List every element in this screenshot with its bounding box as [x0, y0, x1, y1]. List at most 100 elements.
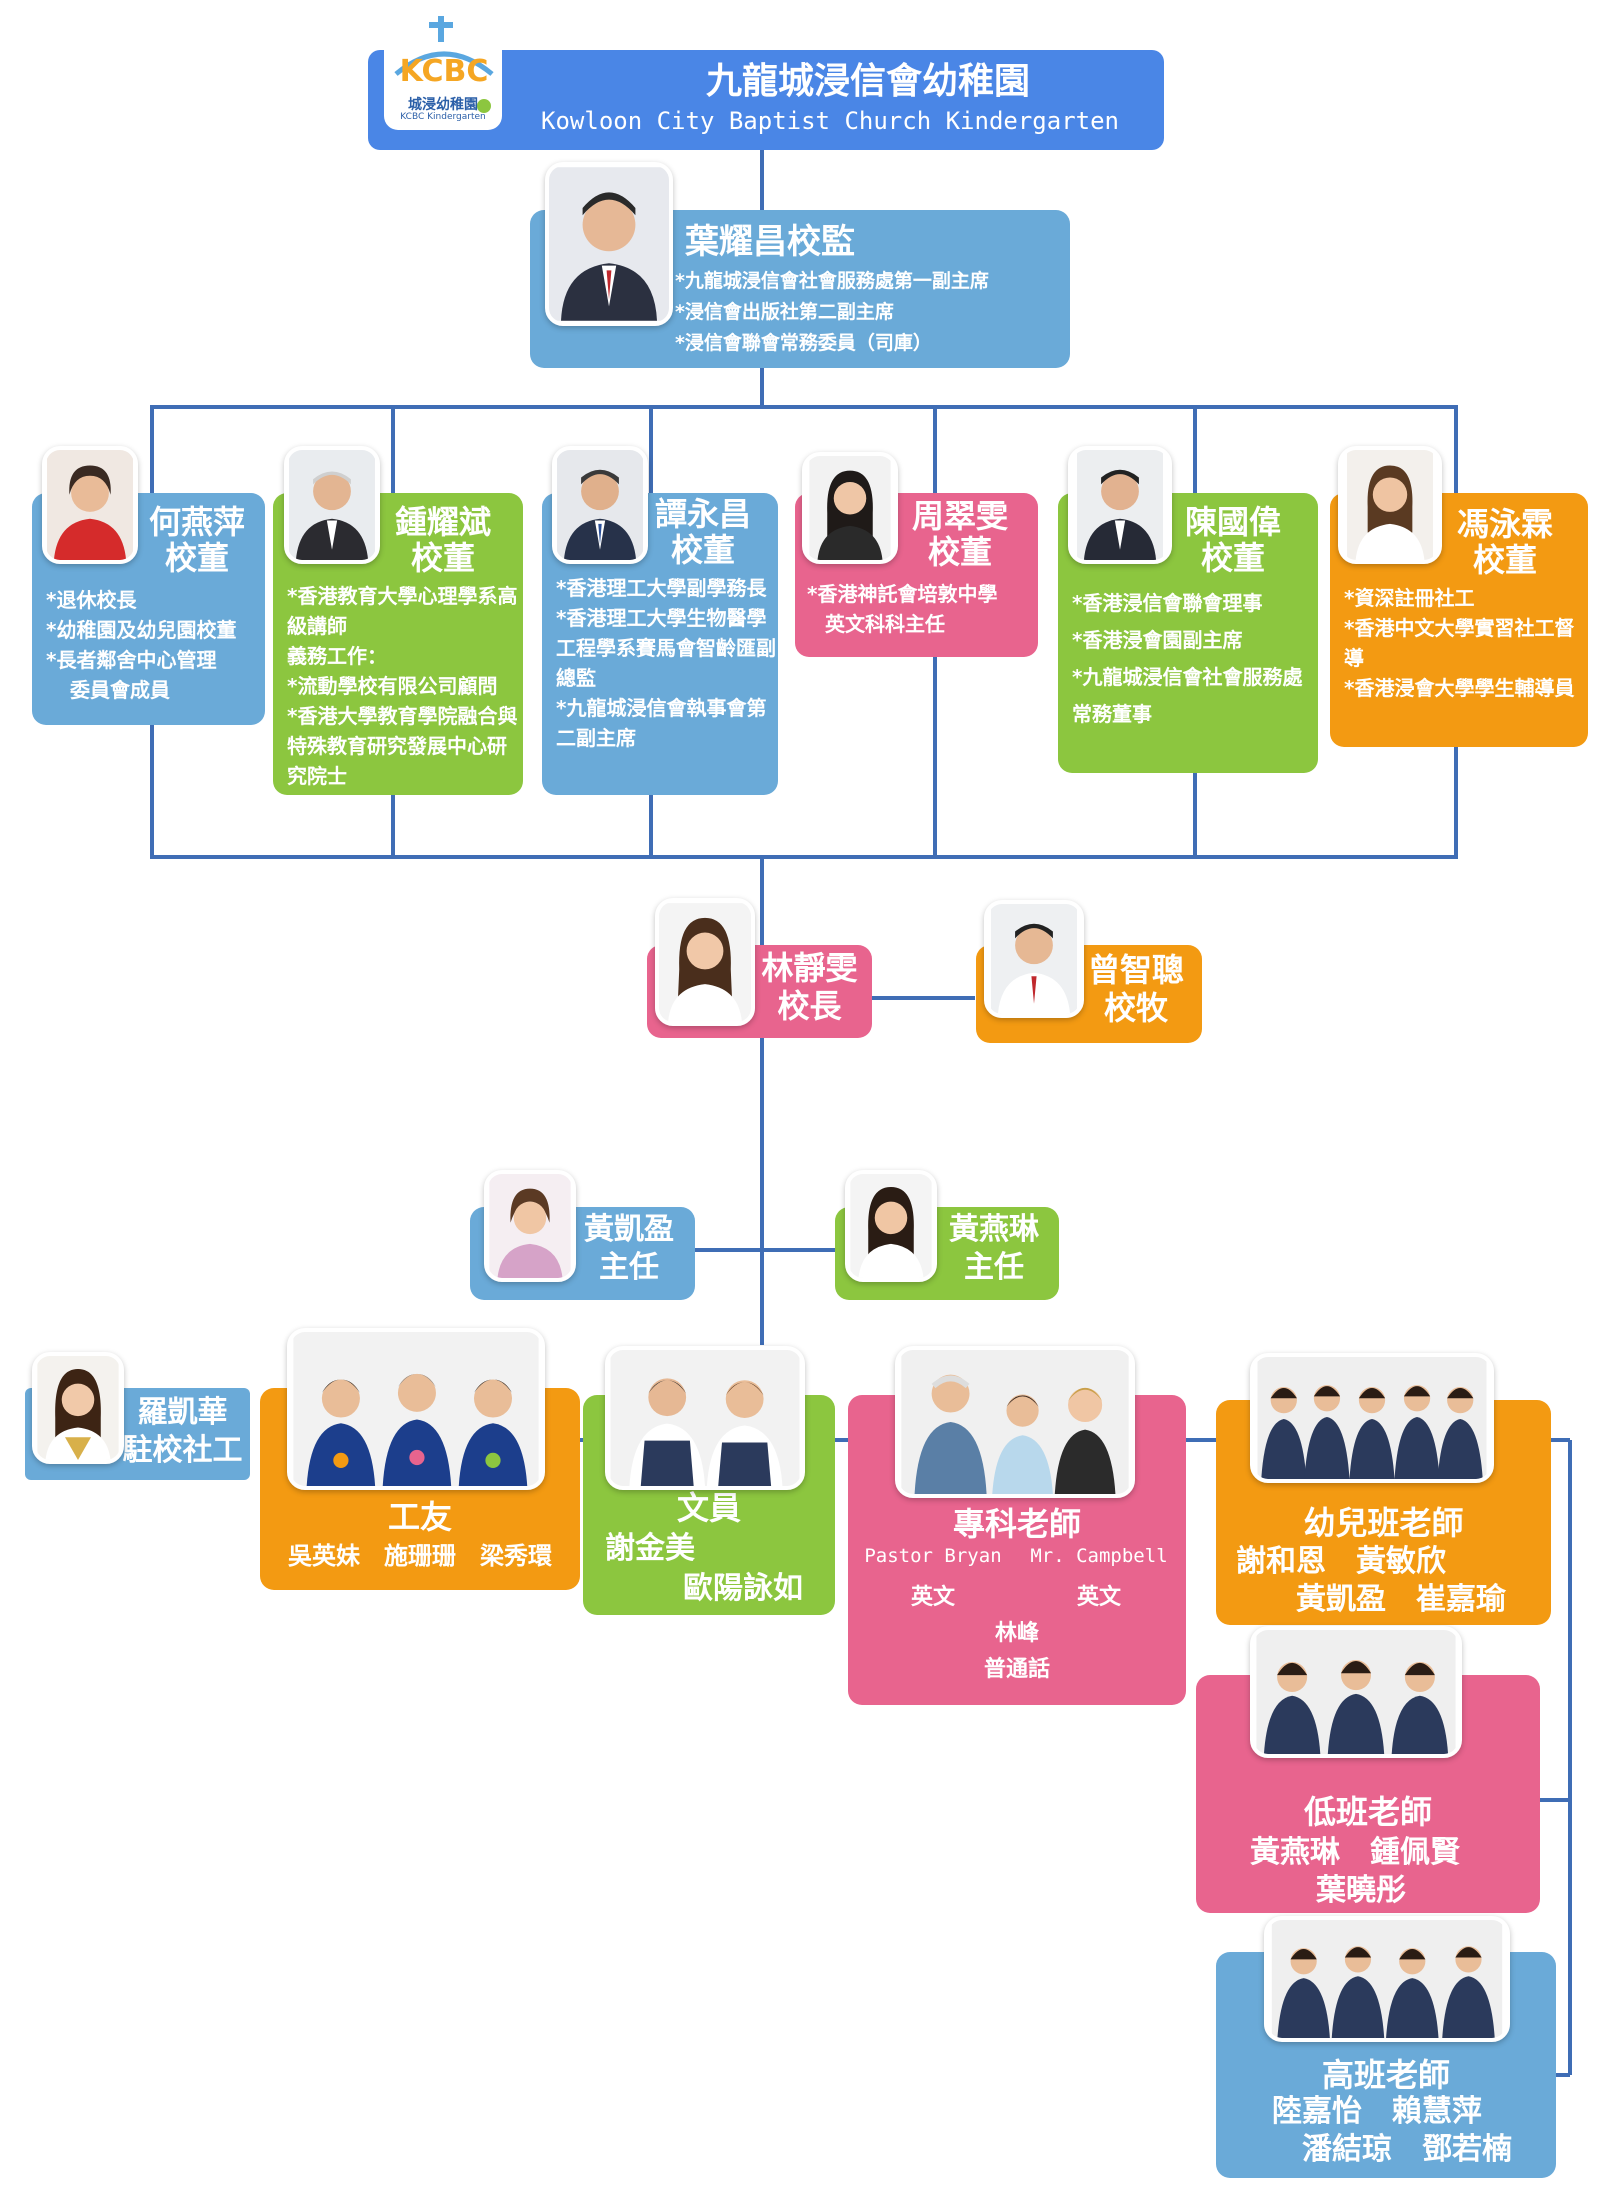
specialists-photo: [895, 1346, 1135, 1498]
person-icon: [47, 450, 133, 560]
specialist-name-bryan: Pastor Bryan: [864, 1545, 1002, 1567]
manager-role: *九龍城浸信會執事會第二副主席: [556, 696, 767, 750]
manager-role: *香港大學教育學院融合與特殊教育研究發展中心研究院士: [287, 704, 518, 788]
nursery-title: 幼兒班老師: [1303, 1504, 1464, 1542]
person-icon: [37, 1356, 119, 1460]
manager-role: 英文科科主任: [825, 612, 945, 636]
manager-roles: *香港理工大學副學務長 *香港理工大學生物醫學工程學系賽馬會智齡匯副總監 *九龍…: [556, 573, 778, 753]
supervisor-roles: *九龍城浸信會社會服務處第一副主席 *浸信會出版社第二副主席 *浸信會聯會常務委…: [675, 266, 1065, 359]
person-icon: [659, 903, 751, 1021]
person-icon: [850, 1174, 932, 1278]
person-icon: [991, 904, 1077, 1014]
manager-name: 鍾耀斌: [394, 503, 491, 541]
manager-role: 義務工作：: [287, 644, 387, 668]
person-icon: [489, 1174, 571, 1278]
manager-role: *香港浸信會聯會理事: [1072, 591, 1263, 615]
head-name: 黃燕琳: [949, 1212, 1039, 1247]
specialist-name-lam: 林峰: [994, 1621, 1039, 1646]
school-name-en: Kowloon City Baptist Church Kindergarten: [541, 107, 1119, 135]
principal-name: 林靜雯: [761, 949, 858, 987]
manager-name: 周翠雯: [911, 497, 1008, 535]
manager-title: 校董: [670, 531, 735, 569]
pastor-name: 曾智聰: [1087, 951, 1184, 989]
manager-role: *流動學校有限公司顧問: [287, 674, 498, 698]
manager-photo-chung: [284, 446, 380, 564]
social-worker-title: 駐校社工: [122, 1433, 243, 1468]
group-photo-icon: [610, 1350, 800, 1486]
manager-name: 陳國偉: [1184, 503, 1281, 541]
manager-role: *退休校長: [46, 588, 137, 612]
lower-line2: 葉曉彤: [1316, 1873, 1406, 1908]
nursery-photo: [1250, 1353, 1494, 1483]
logo-en: KCBC Kindergarten: [400, 112, 486, 122]
supervisor-role: *九龍城浸信會社會服務處第一副主席: [675, 270, 989, 292]
manager-role: *九龍城浸信會社會服務處常務董事: [1072, 665, 1303, 726]
manager-role: *香港浸會大學學生輔導員: [1344, 676, 1575, 700]
logo-icon: [384, 16, 502, 130]
school-name-zh: 九龍城浸信會幼稚園: [705, 61, 1030, 102]
manager-photo-chau: [802, 452, 898, 564]
clerks-line2: 歐陽詠如: [683, 1571, 803, 1606]
manager-role: *香港理工大學副學務長: [556, 576, 767, 600]
manager-name: 何燕萍: [148, 503, 245, 541]
person-icon: [549, 167, 669, 321]
person-icon: [809, 456, 891, 560]
manager-roles: *香港浸信會聯會理事 *香港浸會園副主席 *九龍城浸信會社會服務處常務董事: [1072, 585, 1317, 733]
lower-line1: 黃燕琳 鍾佩賢: [1250, 1835, 1460, 1870]
manager-roles: *香港神託會培敦中學 英文科科主任: [807, 579, 1037, 639]
manager-photo-chan: [1068, 446, 1172, 564]
manager-name: 譚永昌: [654, 495, 751, 533]
principal-title: 校長: [777, 987, 842, 1025]
manager-title: 校董: [164, 539, 229, 577]
head-title: 主任: [964, 1250, 1024, 1285]
nursery-line1: 謝和恩 黃敏欣: [1236, 1544, 1446, 1579]
manager-photo-tam: [552, 446, 648, 564]
janitors-title: 工友: [387, 1498, 452, 1536]
manager-roles: *資深註冊社工 *香港中文大學實習社工督導 *香港浸會大學學生輔導員: [1344, 583, 1584, 703]
manager-role: 委員會成員: [70, 678, 170, 702]
supervisor-role: *浸信會聯會常務委員（司庫）: [675, 332, 932, 354]
person-icon: [1347, 450, 1433, 560]
janitors-photo: [287, 1328, 545, 1490]
manager-role: *香港浸會園副主席: [1072, 628, 1243, 652]
head-photo-wong-yl: [845, 1170, 937, 1282]
group-photo-icon: [1256, 1630, 1456, 1754]
specialist-name-campbell: Mr. Campbell: [1030, 1545, 1168, 1567]
manager-role: *長者鄰舍中心管理: [46, 648, 217, 672]
upper-photo: [1264, 1916, 1510, 2042]
manager-title: 校董: [1472, 541, 1537, 579]
specialist-subject-campbell: 英文: [1076, 1585, 1121, 1610]
manager-role: *幼稚園及幼兒園校董: [46, 618, 237, 642]
head-title: 主任: [599, 1250, 659, 1285]
specialist-subject-lam: 普通話: [983, 1657, 1050, 1682]
person-icon: [1077, 450, 1163, 560]
head-name: 黃凱盈: [584, 1212, 674, 1247]
lower-photo: [1250, 1626, 1462, 1758]
person-icon: [557, 450, 643, 560]
manager-title: 校董: [927, 533, 992, 571]
upper-line2: 潘結琼 鄧若楠: [1302, 2132, 1512, 2167]
group-photo-icon: [1257, 1357, 1487, 1479]
group-photo-icon: [293, 1332, 539, 1486]
person-icon: [289, 450, 375, 560]
clerks-photo: [605, 1346, 805, 1490]
pastor-photo: [984, 900, 1084, 1018]
lower-title: 低班老師: [1303, 1793, 1432, 1831]
manager-name: 馮泳霖: [1456, 505, 1553, 543]
upper-title: 高班老師: [1321, 2056, 1450, 2094]
social-worker-photo: [32, 1352, 124, 1464]
manager-photo-ho: [42, 446, 138, 564]
manager-role: *香港中文大學實習社工督導: [1344, 616, 1575, 670]
manager-roles: *退休校長 *幼稚園及幼兒園校董 *長者鄰舍中心管理 委員會成員: [46, 585, 261, 705]
supervisor-name: 葉耀昌校監: [685, 222, 855, 262]
clerks-title: 文員: [676, 1489, 741, 1527]
nursery-line2: 黃凱盈 崔嘉瑜: [1296, 1582, 1506, 1617]
manager-title: 校董: [1200, 539, 1265, 577]
school-logo: KCBC 城浸幼稚園 KCBC Kindergarten: [380, 14, 508, 134]
manager-title: 校董: [410, 539, 475, 577]
manager-role: *香港教育大學心理學系高級講師: [287, 584, 518, 638]
principal-photo: [655, 898, 755, 1026]
manager-box-chau: 周翠雯 校董 *香港神託會培敦中學 英文科科主任: [795, 493, 1038, 657]
janitors-members: 吳英妹 施珊珊 梁秀環: [288, 1542, 552, 1570]
